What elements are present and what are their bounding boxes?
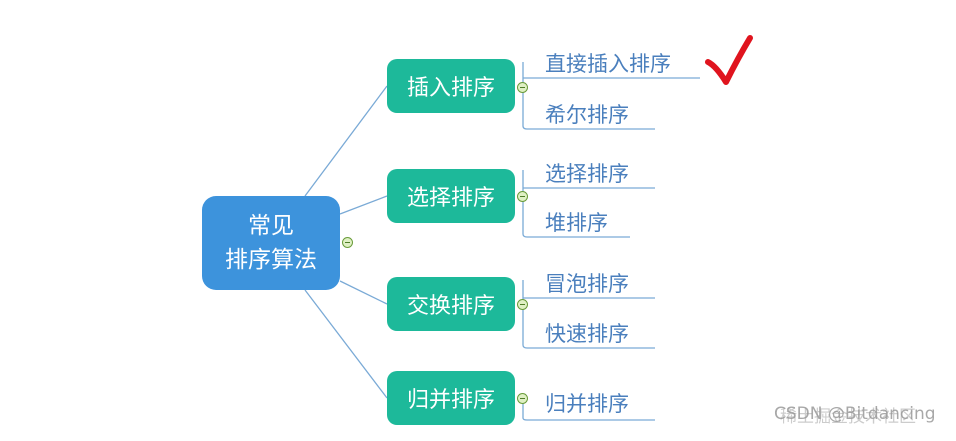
branch-label: 插入排序: [406, 76, 495, 101]
leaf-node[interactable]: 归并排序: [545, 392, 629, 416]
leaf-node[interactable]: 冒泡排序: [545, 272, 629, 296]
leaf-node[interactable]: 直接插入排序: [545, 52, 671, 76]
branch-label: 交换排序: [406, 294, 495, 319]
leaf-node[interactable]: 堆排序: [545, 211, 608, 235]
collapse-icon[interactable]: [517, 191, 528, 202]
collapse-icon[interactable]: [517, 299, 528, 310]
root-label-line1: 常见: [248, 213, 294, 239]
collapse-icon[interactable]: [342, 237, 353, 248]
checkmark-icon: [705, 35, 753, 85]
branch-node-selection[interactable]: 选择排序: [387, 169, 515, 223]
leaf-node[interactable]: 希尔排序: [545, 103, 629, 127]
leaf-node[interactable]: 快速排序: [545, 322, 629, 346]
watermark-juejin: 稀土掘金技术社区: [780, 407, 916, 427]
collapse-icon[interactable]: [517, 82, 528, 93]
watermark-csdn: CSDN @Bitdancing: [774, 404, 936, 424]
branch-label: 归并排序: [406, 388, 495, 413]
leaf-node[interactable]: 选择排序: [545, 162, 629, 186]
branch-node-exchange[interactable]: 交换排序: [387, 277, 515, 331]
branch-node-insertion[interactable]: 插入排序: [387, 59, 515, 113]
branch-label: 选择排序: [406, 186, 495, 211]
root-label-line2: 排序算法: [225, 247, 317, 273]
root-node[interactable]: 常见 排序算法: [202, 196, 340, 290]
branch-node-merge[interactable]: 归并排序: [387, 371, 515, 425]
collapse-icon[interactable]: [517, 393, 528, 404]
